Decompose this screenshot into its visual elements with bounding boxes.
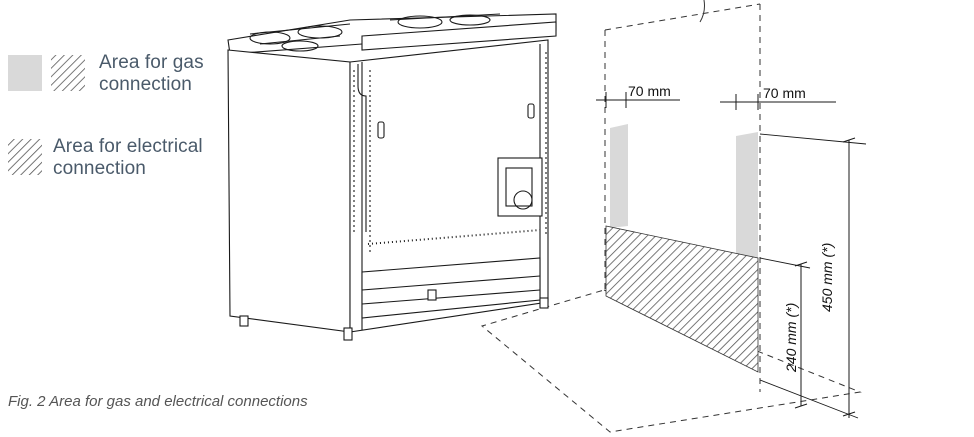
legend-gas-line2: connection xyxy=(99,74,192,95)
legend-gas-line1: Area for gas xyxy=(99,52,204,73)
legend-electrical-label: Area for electrical connection xyxy=(53,136,203,180)
legend-electrical-line1: Area for electrical xyxy=(53,136,203,157)
electrical-area xyxy=(605,225,759,373)
dim-right-label: 70 mm xyxy=(763,85,806,101)
cooker-appliance xyxy=(227,13,557,341)
gas-area-right xyxy=(736,132,758,260)
legend-gas-swatch-hatched xyxy=(51,55,85,91)
figure-caption: Fig. 2 Area for gas and electrical conne… xyxy=(8,393,308,410)
wall-curl-mark xyxy=(699,0,705,23)
legend-gas-swatch-solid xyxy=(8,55,42,91)
legend-electrical-line2: connection xyxy=(53,158,146,179)
floor-outline xyxy=(480,289,862,433)
legend-gas-label: Area for gas connection xyxy=(99,52,204,96)
dim-240-label: 240 mm (*) xyxy=(783,303,799,373)
dim-450-label: 450 mm (*) xyxy=(819,243,835,312)
wall-top-edge xyxy=(604,3,761,31)
gas-area-left xyxy=(610,124,628,228)
dim-left-label: 70 mm xyxy=(628,83,671,99)
legend-electrical-swatch xyxy=(8,139,42,175)
